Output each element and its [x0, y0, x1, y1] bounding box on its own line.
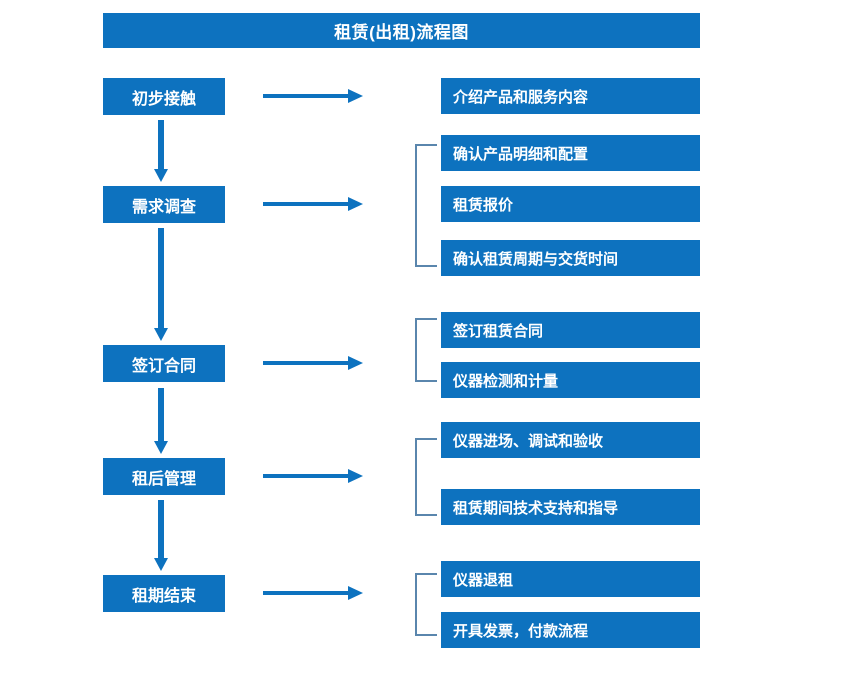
arrow-shaft	[158, 388, 164, 441]
arrow-head	[154, 169, 168, 182]
detail-box-rental-quote[interactable]: 租赁报价	[441, 186, 700, 222]
right-arrow-from-needs-survey	[263, 197, 363, 211]
arrow-shaft	[158, 228, 164, 328]
detail-box-introduce-products[interactable]: 介绍产品和服务内容	[441, 78, 700, 114]
detail-box-instrument-inspection[interactable]: 仪器检测和计量	[441, 362, 700, 398]
stage-box-needs-survey[interactable]: 需求调查	[103, 186, 225, 223]
stage-box-post-rental-management[interactable]: 租后管理	[103, 458, 225, 495]
detail-box-confirm-period-delivery[interactable]: 确认租赁周期与交货时间	[441, 240, 700, 276]
arrow-head	[154, 328, 168, 341]
arrow-shaft	[158, 120, 164, 169]
arrow-head	[348, 197, 363, 211]
stage-box-initial-contact[interactable]: 初步接触	[103, 78, 225, 115]
arrow-head	[348, 469, 363, 483]
detail-box-instrument-return[interactable]: 仪器退租	[441, 561, 700, 597]
arrow-shaft	[263, 361, 349, 365]
detail-box-technical-support[interactable]: 租赁期间技术支持和指导	[441, 489, 700, 525]
arrow-shaft	[263, 202, 349, 206]
arrow-shaft	[263, 94, 349, 98]
arrow-shaft	[158, 500, 164, 558]
stage-box-rental-end[interactable]: 租期结束	[103, 575, 225, 612]
right-arrow-from-sign-contract	[263, 356, 363, 370]
arrow-head	[348, 89, 363, 103]
detail-box-invoice-payment[interactable]: 开具发票，付款流程	[441, 612, 700, 648]
right-arrow-from-initial-contact	[263, 89, 363, 103]
group-bracket-needs-survey	[415, 144, 437, 267]
arrow-head	[154, 441, 168, 454]
stage-box-sign-contract[interactable]: 签订合同	[103, 345, 225, 382]
down-arrow-contact-to-survey	[154, 120, 168, 182]
down-arrow-management-to-end	[154, 500, 168, 571]
down-arrow-survey-to-contract	[154, 228, 168, 341]
down-arrow-contract-to-management	[154, 388, 168, 454]
diagram-title: 租赁(出租)流程图	[103, 13, 700, 48]
arrow-head	[348, 356, 363, 370]
arrow-head	[154, 558, 168, 571]
arrow-shaft	[263, 591, 349, 595]
right-arrow-from-rental-end	[263, 586, 363, 600]
detail-box-sign-rental-contract[interactable]: 签订租赁合同	[441, 312, 700, 348]
group-bracket-sign-contract	[415, 318, 437, 382]
detail-box-confirm-product-spec[interactable]: 确认产品明细和配置	[441, 135, 700, 171]
detail-box-instrument-onsite-commissioning[interactable]: 仪器进场、调试和验收	[441, 422, 700, 458]
arrow-shaft	[263, 474, 349, 478]
right-arrow-from-post-rental-management	[263, 469, 363, 483]
group-bracket-post-rental-management	[415, 438, 437, 516]
group-bracket-rental-end	[415, 573, 437, 636]
arrow-head	[348, 586, 363, 600]
